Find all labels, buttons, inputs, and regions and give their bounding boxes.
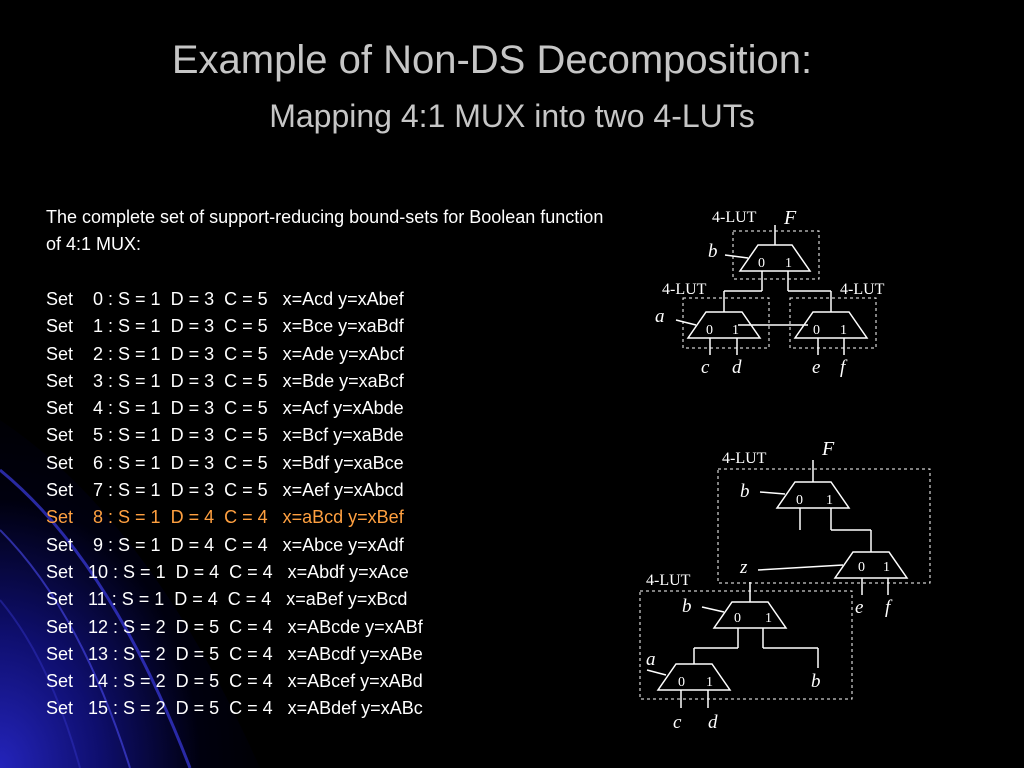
mux-middle: [712, 601, 788, 629]
top-mux-in0: 0: [758, 256, 765, 271]
bound-set-item: Set 12 : S = 2 D = 5 C = 4 x=ABcde y=xAB…: [46, 616, 423, 637]
mux-right-bottom: [833, 551, 909, 579]
lower-select-label: a: [646, 649, 656, 670]
mux-top: [738, 244, 812, 272]
middle-mux-in0: 0: [734, 611, 741, 626]
bound-set-item: Set 0 : S = 1 D = 3 C = 5 x=Acd y=xAbef: [46, 289, 404, 309]
bound-set-item: Set 1 : S = 1 D = 3 C = 5 x=Bce y=xaBdf: [46, 316, 404, 337]
top-leaf-e: e: [812, 357, 820, 378]
bound-set-item: Set 13 : S = 2 D = 5 C = 4 x=ABcdf y=xAB…: [46, 643, 423, 664]
bound-set-item: Set 5 : S = 1 D = 3 C = 5 x=Bcf y=xaBde: [46, 425, 404, 446]
left-mux-in1: 1: [732, 323, 739, 338]
right-bottom-mux-in0: 0: [858, 560, 865, 575]
middle-select-label: b: [682, 596, 692, 617]
slide-title: Example of Non-DS Decomposition:: [171, 38, 813, 82]
bottom-leaf-d: d: [708, 712, 718, 733]
bound-set-item: Set 14 : S = 2 D = 5 C = 4 x=ABcef y=xAB…: [46, 671, 423, 692]
left-lut-label: 4-LUT: [662, 281, 707, 298]
lut-box-upper: [717, 468, 931, 584]
lut-box-left: [682, 297, 770, 349]
bound-set-item: Set 10 : S = 1 D = 4 C = 4 x=Abdf y=xAce: [46, 561, 409, 582]
lut-box-top: [732, 230, 820, 280]
upper-select-label: b: [740, 481, 750, 502]
mux-upper: [775, 481, 851, 509]
middle-mux-in1: 1: [765, 611, 772, 626]
lut-box-lower: [639, 590, 853, 700]
lut-box-right: [789, 297, 877, 349]
bound-set-list: Set 0 : S = 1 D = 3 C = 5 x=Acd y=xAbef …: [46, 286, 423, 723]
top-select-label: b: [708, 241, 718, 262]
upper-mux-in1: 1: [826, 493, 833, 508]
bottom-leaf-e: e: [855, 597, 863, 618]
bound-set-item: Set 4 : S = 1 D = 3 C = 5 x=Acf y=xAbde: [46, 398, 404, 419]
right-mux-in1: 1: [840, 323, 847, 338]
left-select-label: a: [655, 306, 665, 327]
right-bottom-mux-in1: 1: [883, 560, 890, 575]
intro-text: The complete set of support-reducing bou…: [46, 207, 604, 254]
bottom-leaf-f: f: [885, 597, 893, 618]
right-mux-in0: 0: [813, 323, 820, 338]
mux-left: [686, 311, 762, 339]
bound-set-item: Set 9 : S = 1 D = 4 C = 4 x=Abce y=xAdf: [46, 534, 404, 555]
top-leaf-c: c: [701, 357, 710, 378]
bound-set-item: Set 11 : S = 1 D = 4 C = 4 x=aBef y=xBcd: [46, 589, 408, 610]
upper-lut-label: 4-LUT: [722, 450, 767, 467]
bottom-leaf-c: c: [673, 712, 682, 733]
side-b-label: b: [811, 671, 821, 692]
lower-lut-label: 4-LUT: [646, 572, 691, 589]
lower-mux-in0: 0: [678, 675, 685, 690]
mux-right: [793, 311, 869, 339]
bottom-output-label: F: [821, 438, 835, 460]
top-mux-diagram: [675, 225, 877, 355]
top-lut-label: 4-LUT: [712, 209, 757, 226]
right-lut-label: 4-LUT: [840, 281, 885, 298]
bound-set-item: Set 2 : S = 1 D = 3 C = 5 x=Ade y=xAbcf: [46, 343, 404, 364]
top-leaf-d: d: [732, 357, 742, 378]
slide-subtitle: Mapping 4:1 MUX into two 4-LUTs: [269, 98, 755, 134]
mux-lower: [656, 663, 732, 691]
bound-set-item-highlighted: Set 8 : S = 1 D = 4 C = 4 x=aBcd y=xBef: [46, 507, 404, 528]
upper-mux-in0: 0: [796, 493, 803, 508]
top-output-label: F: [783, 207, 797, 229]
top-mux-in1: 1: [785, 256, 792, 271]
z-label: z: [739, 557, 748, 578]
bound-set-item: Set 7 : S = 1 D = 3 C = 5 x=Aef y=xAbcd: [46, 480, 404, 501]
left-mux-in0: 0: [706, 323, 713, 338]
bound-set-item: Set 6 : S = 1 D = 3 C = 5 x=Bdf y=xaBce: [46, 452, 404, 473]
bottom-mux-diagram: [639, 460, 931, 708]
bound-set-item: Set 15 : S = 2 D = 5 C = 4 x=ABdef y=xAB…: [46, 698, 423, 719]
lower-mux-in1: 1: [706, 675, 713, 690]
bound-set-item: Set 3 : S = 1 D = 3 C = 5 x=Bde y=xaBcf: [46, 370, 404, 391]
top-leaf-f: f: [840, 357, 848, 378]
